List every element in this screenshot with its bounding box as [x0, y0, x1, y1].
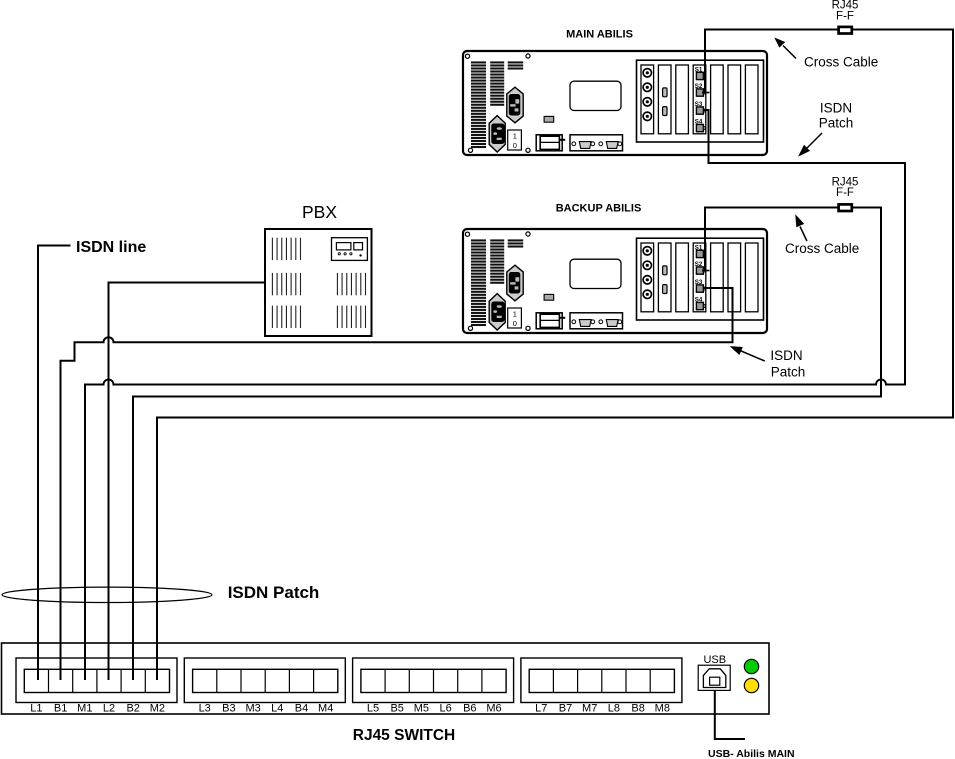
svg-text:L8: L8	[608, 703, 620, 715]
svg-text:L1: L1	[30, 703, 42, 715]
svg-text:B3: B3	[222, 703, 235, 715]
svg-text:M1: M1	[77, 703, 92, 715]
svg-text:Cross Cable: Cross Cable	[785, 241, 859, 256]
svg-text:ISDN: ISDN	[770, 348, 802, 363]
svg-text:ISDN Patch: ISDN Patch	[228, 583, 320, 602]
svg-text:M5: M5	[414, 703, 429, 715]
svg-text:B8: B8	[631, 703, 644, 715]
svg-text:F-F: F-F	[836, 187, 854, 199]
svg-text:L6: L6	[439, 703, 451, 715]
svg-text:B1: B1	[54, 703, 67, 715]
svg-text:M8: M8	[655, 703, 670, 715]
svg-text:M4: M4	[318, 703, 333, 715]
svg-text:Patch: Patch	[819, 116, 854, 131]
svg-text:USB: USB	[703, 654, 726, 666]
svg-text:RJ45 SWITCH: RJ45 SWITCH	[353, 727, 456, 744]
svg-text:L3: L3	[199, 703, 211, 715]
svg-text:RJ45: RJ45	[832, 177, 859, 189]
svg-text:L5: L5	[367, 703, 379, 715]
svg-text:M3: M3	[245, 703, 260, 715]
svg-text:B5: B5	[390, 703, 403, 715]
svg-text:PBX: PBX	[302, 202, 337, 222]
svg-text:ISDN: ISDN	[820, 101, 852, 116]
svg-text:M6: M6	[486, 703, 501, 715]
svg-text:RJ45: RJ45	[832, 0, 859, 12]
svg-text:L7: L7	[535, 703, 547, 715]
svg-text:ISDN line: ISDN line	[76, 239, 146, 256]
svg-text:M2: M2	[150, 703, 165, 715]
svg-text:L4: L4	[271, 703, 283, 715]
svg-text:F-F: F-F	[836, 11, 854, 23]
svg-text:B7: B7	[559, 703, 572, 715]
svg-text:M7: M7	[582, 703, 597, 715]
svg-text:Cross Cable: Cross Cable	[804, 55, 878, 70]
svg-text:B4: B4	[295, 703, 308, 715]
svg-text:L2: L2	[103, 703, 115, 715]
svg-text:B2: B2	[126, 703, 139, 715]
svg-text:B6: B6	[463, 703, 476, 715]
svg-text:BACKUP ABILIS: BACKUP ABILIS	[556, 203, 642, 215]
svg-text:USB- Abilis MAIN: USB- Abilis MAIN	[708, 748, 795, 759]
svg-text:MAIN ABILIS: MAIN ABILIS	[566, 29, 633, 41]
svg-text:Patch: Patch	[771, 365, 806, 380]
